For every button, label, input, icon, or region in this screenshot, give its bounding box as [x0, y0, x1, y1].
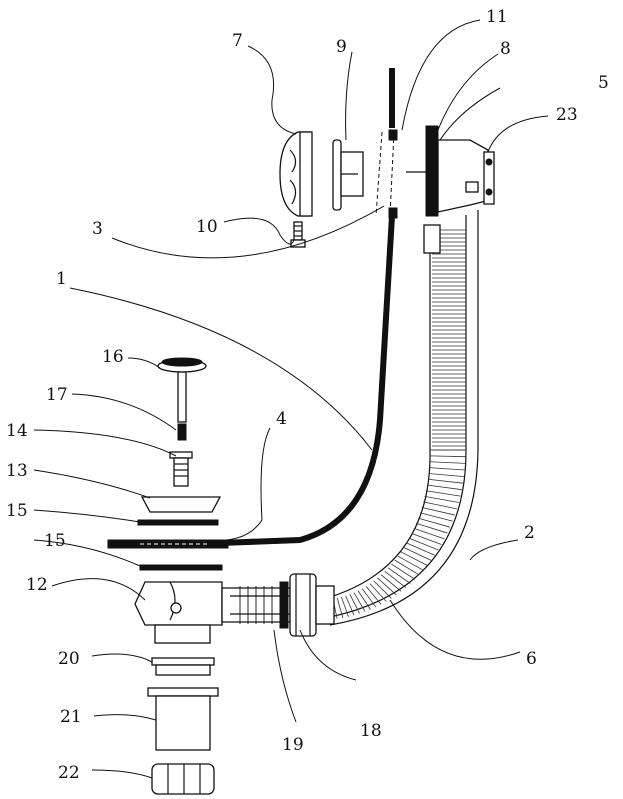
leader-lines [34, 20, 548, 778]
label-22: 22 [58, 763, 80, 783]
label-9: 9 [336, 37, 347, 57]
part-labels: 1 2 3 4 5 6 7 8 9 10 11 12 13 14 15 15 1… [6, 7, 609, 783]
label-15-lower: 15 [44, 531, 66, 551]
label-17: 17 [46, 385, 68, 405]
overflow-cover [280, 132, 312, 216]
drain-bolt [170, 452, 192, 486]
drain-body [135, 582, 290, 643]
flange-ring [108, 540, 228, 548]
label-8: 8 [500, 39, 511, 59]
label-10: 10 [196, 217, 218, 237]
label-14: 14 [6, 421, 28, 441]
end-cap [152, 764, 214, 794]
overflow-flange [333, 140, 363, 210]
label-16: 16 [102, 347, 124, 367]
adapter-ring [152, 658, 214, 675]
label-4: 4 [276, 409, 287, 429]
label-23: 23 [556, 105, 578, 125]
label-5: 5 [598, 73, 609, 93]
tailpiece [148, 688, 218, 750]
gasket-upper [138, 520, 218, 525]
label-12: 12 [26, 575, 48, 595]
label-21: 21 [60, 707, 82, 727]
label-18: 18 [360, 721, 382, 741]
gasket-lower [140, 565, 222, 570]
union-nut [290, 574, 334, 636]
label-11: 11 [486, 7, 508, 27]
drain-cup [142, 497, 220, 512]
label-13: 13 [6, 461, 28, 481]
label-3: 3 [92, 219, 103, 239]
label-15-upper: 15 [6, 501, 28, 521]
label-20: 20 [58, 649, 80, 669]
label-19: 19 [282, 735, 304, 755]
label-1: 1 [56, 269, 67, 289]
label-7: 7 [232, 31, 243, 51]
label-2: 2 [524, 523, 535, 543]
label-6: 6 [526, 649, 537, 669]
pop-up-stopper [158, 358, 206, 440]
